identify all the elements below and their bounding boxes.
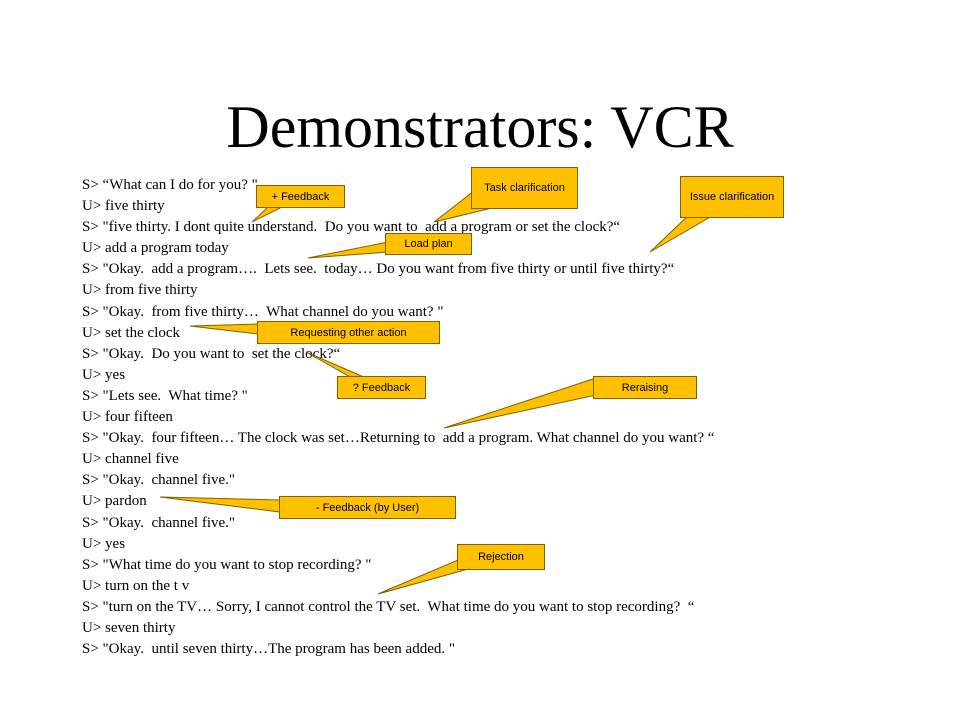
pointer-plus-feedback bbox=[251, 206, 283, 223]
pointer-issue-clarification bbox=[649, 211, 714, 253]
pointer-question-feedback bbox=[305, 351, 367, 379]
callout-task-clarification: Task clarification bbox=[471, 167, 578, 209]
callout-question-feedback: ? Feedback bbox=[337, 376, 426, 399]
dialog-line: U> add a program today bbox=[82, 240, 229, 257]
slide-title: Demonstrators: VCR bbox=[226, 94, 734, 160]
callout-reraising: Reraising bbox=[593, 376, 697, 399]
dialog-line: U> turn on the t v bbox=[82, 577, 190, 594]
dialog-line: S> "Okay. channel five." bbox=[82, 514, 236, 531]
callout-issue-clarification: Issue clarification bbox=[680, 176, 784, 218]
pointer-minus-feedback bbox=[159, 496, 281, 513]
dialog-line: U> four fifteen bbox=[82, 409, 173, 426]
dialog-line: U> set the clock bbox=[82, 324, 181, 341]
dialog-line: S> "Okay. four fifteen… The clock was se… bbox=[82, 430, 715, 447]
dialog-line: U> five thirty bbox=[82, 198, 165, 215]
callout-load-plan: Load plan bbox=[385, 233, 472, 255]
dialog-line: S> "Okay. until seven thirty…The program… bbox=[82, 641, 455, 658]
pointer-reraising bbox=[443, 377, 612, 429]
callout-minus-feedback-user: - Feedback (by User) bbox=[279, 496, 456, 519]
dialog-line: S> “What can I do for you? " bbox=[82, 177, 258, 193]
dialog-line: S> "Okay. Do you want to set the clock?“ bbox=[82, 345, 341, 362]
dialog-transcript: S> “What can I do for you? " U> five thi… bbox=[82, 175, 942, 660]
callout-plus-feedback: + Feedback bbox=[256, 185, 345, 208]
dialog-line: S> "Lets see. What time? " bbox=[82, 387, 248, 404]
callout-rejection: Rejection bbox=[457, 544, 545, 570]
dialog-line: U> pardon bbox=[82, 493, 147, 510]
dialog-line: U> from five thirty bbox=[82, 282, 198, 299]
dialog-line: U> yes bbox=[82, 535, 126, 552]
dialog-line: U> channel five bbox=[82, 451, 179, 468]
pointer-requesting-other-action bbox=[189, 323, 259, 335]
dialog-line: U> yes bbox=[82, 366, 126, 383]
dialog-line: S> "Okay. from five thirty… What channel… bbox=[82, 303, 444, 320]
dialog-line: S> "Okay. add a program…. Lets see. toda… bbox=[82, 261, 675, 278]
dialog-line: S> "Okay. channel five." bbox=[82, 472, 236, 489]
pointer-load-plan bbox=[307, 241, 389, 259]
callout-requesting-other-action: Requesting other action bbox=[257, 321, 440, 344]
dialog-line: S> "What time do you want to stop record… bbox=[82, 556, 372, 573]
dialog-line: S> "five thirty. I dont quite understand… bbox=[82, 219, 621, 236]
dialog-line: U> seven thirty bbox=[82, 619, 176, 636]
dialog-line: S> "turn on the TV… Sorry, I cannot cont… bbox=[82, 598, 695, 615]
